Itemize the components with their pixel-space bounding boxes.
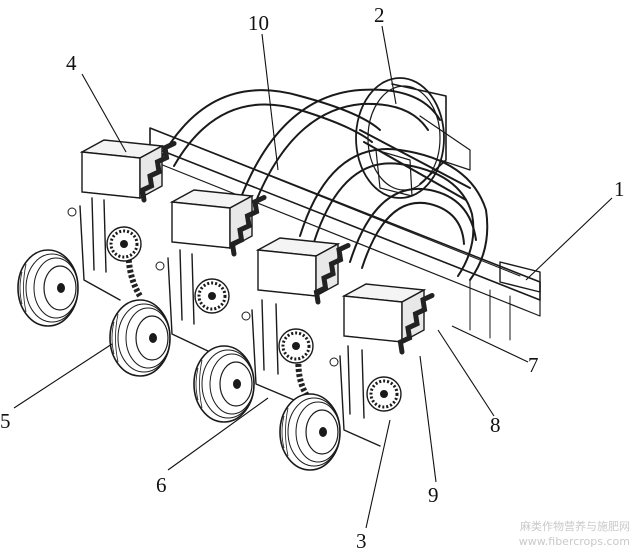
watermark-title: 麻类作物营养与施肥网 xyxy=(520,519,630,533)
leader-lines xyxy=(13,25,613,529)
callout-10: 10 xyxy=(248,11,269,35)
land-wheel-1 xyxy=(17,249,79,327)
air-pipes xyxy=(159,88,489,281)
callout-1: 1 xyxy=(614,177,625,201)
watermark-url: www.fibercrops.com xyxy=(519,535,630,548)
land-wheel-2 xyxy=(109,299,171,377)
land-wheel-4 xyxy=(279,393,341,471)
land-wheel-3 xyxy=(193,345,255,423)
hopper-unit-4 xyxy=(343,283,425,343)
sprocket-3 xyxy=(277,327,315,365)
sprocket-1 xyxy=(105,225,143,263)
callout-3: 3 xyxy=(356,529,367,553)
callout-9: 9 xyxy=(428,483,439,507)
callout-2: 2 xyxy=(374,3,385,27)
callout-8: 8 xyxy=(490,413,501,437)
callout-5: 5 xyxy=(0,409,11,433)
unit-brackets xyxy=(67,197,381,447)
sprocket-4 xyxy=(365,375,403,413)
callout-7: 7 xyxy=(528,353,539,377)
sprocket-2 xyxy=(193,277,231,315)
callout-6: 6 xyxy=(156,473,167,497)
callout-4: 4 xyxy=(66,51,77,75)
